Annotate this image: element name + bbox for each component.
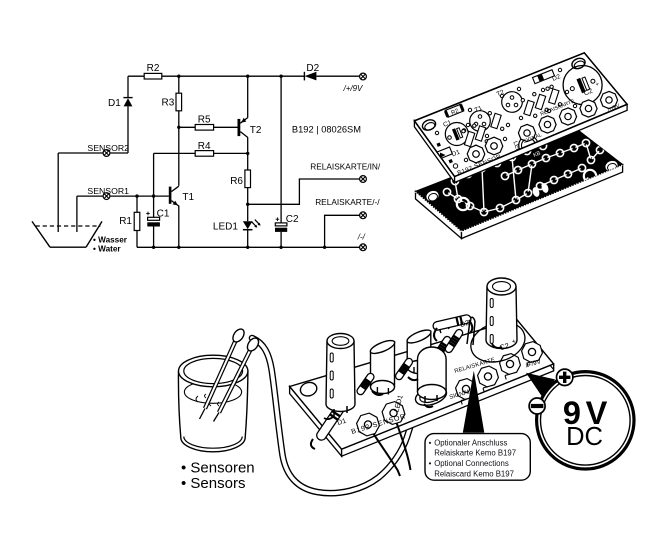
svg-text:•: • xyxy=(429,438,432,447)
svg-text:Optionaler Anschluss: Optionaler Anschluss xyxy=(434,438,507,447)
svg-text:+: + xyxy=(511,338,517,346)
svg-text:• Sensoren: • Sensoren xyxy=(181,460,255,477)
svg-text:• Wasser: • Wasser xyxy=(93,235,128,244)
svg-text:• Sensors: • Sensors xyxy=(181,475,245,492)
svg-text:+: + xyxy=(595,81,601,88)
svg-text:R6: R6 xyxy=(230,176,243,187)
svg-text:Relaiscard Kemo B197: Relaiscard Kemo B197 xyxy=(434,470,514,479)
svg-text:SENSOR2: SENSOR2 xyxy=(87,143,129,153)
svg-text:D1: D1 xyxy=(451,149,462,159)
svg-text:R3: R3 xyxy=(162,98,175,109)
svg-text:R5: R5 xyxy=(198,114,211,125)
svg-text:C2: C2 xyxy=(286,214,299,225)
svg-text:C1: C1 xyxy=(442,119,453,129)
svg-text:B192 | 08026SM: B192 | 08026SM xyxy=(292,125,361,135)
svg-text:T2: T2 xyxy=(250,125,262,136)
svg-text:C1: C1 xyxy=(157,209,170,220)
svg-text:C2: C2 xyxy=(583,88,594,98)
svg-text:RELAISKARTE/IN/: RELAISKARTE/IN/ xyxy=(310,161,381,171)
svg-text:RELAISKARTE/-/: RELAISKARTE/-/ xyxy=(315,197,380,207)
svg-text:R2: R2 xyxy=(147,63,160,74)
svg-text:/-/: /-/ xyxy=(357,232,366,241)
svg-text:• Water: • Water xyxy=(93,245,121,254)
svg-text:T1: T1 xyxy=(182,192,194,203)
svg-text:9 V: 9 V xyxy=(563,395,608,431)
svg-text:/+/9V: /+/9V xyxy=(525,358,542,369)
svg-text:LED1: LED1 xyxy=(393,394,404,413)
svg-text:R4: R4 xyxy=(198,141,211,152)
svg-text:R2: R2 xyxy=(451,108,460,116)
svg-text:D2: D2 xyxy=(460,320,471,329)
svg-text:KB: KB xyxy=(533,151,542,159)
svg-text:R1: R1 xyxy=(119,216,132,227)
svg-text:C2: C2 xyxy=(498,341,510,352)
svg-text:D2: D2 xyxy=(306,63,319,74)
svg-text:Relaiskarte Kemo B197: Relaiskarte Kemo B197 xyxy=(434,449,516,458)
svg-text:LED1: LED1 xyxy=(213,221,238,232)
svg-text:T2: T2 xyxy=(496,89,506,98)
svg-text:LED1: LED1 xyxy=(511,141,522,158)
svg-text:D2: D2 xyxy=(551,73,562,83)
svg-text:/+/9V: /+/9V xyxy=(342,84,363,93)
svg-text:D1: D1 xyxy=(108,98,121,109)
svg-text:/+/9V: /+/9V xyxy=(607,103,621,113)
svg-text:SENSOR1: SENSOR1 xyxy=(87,186,129,196)
svg-text:•: • xyxy=(429,459,432,468)
svg-text:D1: D1 xyxy=(337,418,348,427)
svg-text:Optional Connections: Optional Connections xyxy=(434,459,509,468)
svg-text:T1: T1 xyxy=(474,105,484,114)
svg-text:DC: DC xyxy=(566,423,603,451)
